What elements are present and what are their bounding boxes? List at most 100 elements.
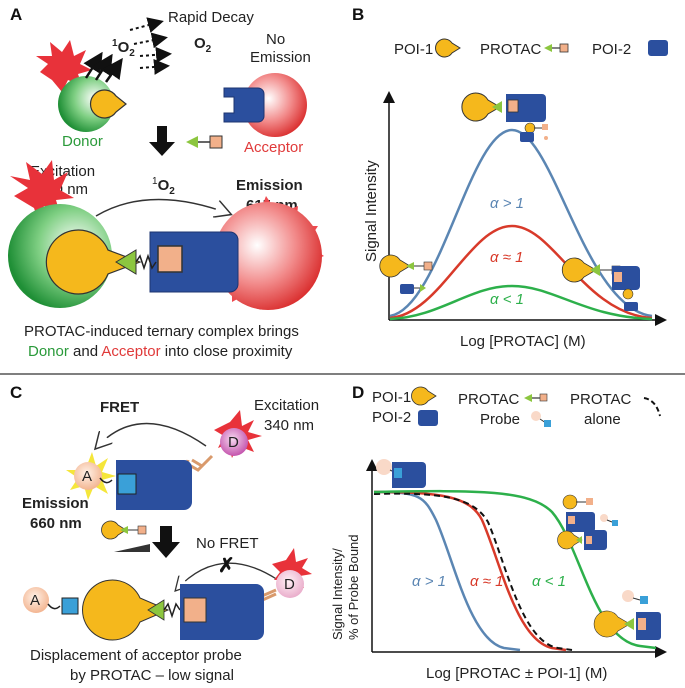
probe-linker-c [99, 477, 113, 484]
d-legend-alone-label-2: alone [584, 411, 621, 428]
singlet-arrow-3 [103, 57, 123, 83]
d-legend-poi1-label: POI-1 [372, 389, 411, 406]
legend-poi1-label: POI-1 [394, 41, 433, 58]
protac-icon-a [186, 135, 223, 149]
excitation-label-c2: 340 nm [264, 417, 314, 434]
acceptor-bead-free [23, 587, 49, 613]
emission-label-a1: Emission [236, 177, 303, 194]
emission-label-c2: 660 nm [30, 515, 82, 532]
b-x-axis-label: Log [PROTAC] (M) [460, 333, 586, 350]
acceptor-bead-lower [214, 202, 322, 310]
protac-icon-c [101, 520, 147, 540]
caption-c-1: Displacement of acceptor probe [30, 647, 242, 664]
d-label-alpha-lt: α < 1 [532, 573, 566, 590]
donor-letter-c2: D [284, 576, 295, 593]
panel-d-letter: D [352, 383, 364, 402]
d-label-alpha-gt: α > 1 [412, 573, 446, 590]
legend-poi2-label: POI-2 [592, 41, 631, 58]
acceptor-label: Acceptor [244, 139, 303, 156]
excitation-label-c1: Excitation [254, 397, 319, 414]
protac-ligand-c [183, 597, 207, 623]
d-legend-poi2-icon [418, 410, 438, 426]
down-arrow-a [149, 126, 175, 156]
d-legend-probe-icon [531, 411, 551, 427]
poi1-pacman-icon [89, 89, 127, 119]
panel-a: A Donor 1O2 Rapid Decay O2 No Emission A… [8, 5, 324, 360]
caption-a-1: PROTAC-induced ternary complex brings [24, 323, 299, 340]
b-binary-complex-peak [520, 122, 548, 142]
acceptor-bead-c [74, 462, 102, 490]
d-right-complex-icons [593, 590, 661, 640]
protac-ligand-lower [157, 245, 183, 273]
decay-arrow-2 [133, 32, 168, 49]
legend-poi2-icon [648, 40, 668, 56]
b-label-alpha-lt: α < 1 [490, 291, 524, 308]
d-legend-alone-line [643, 397, 661, 417]
d-legend-poi2-label: POI-2 [372, 409, 411, 426]
probe-linker-free [47, 603, 61, 610]
energy-transfer-arrow [95, 198, 230, 216]
caption-c-2: by PROTAC – low signal [70, 667, 234, 684]
acceptor-letter-c: A [82, 468, 92, 485]
legend-poi1-icon [435, 38, 461, 58]
decay-arrow-1 [129, 17, 164, 33]
legend-protac-icon [544, 43, 569, 53]
donor-bead [58, 76, 114, 132]
d-mid-complex-icons [557, 494, 618, 550]
poi1-pacman-lower [45, 229, 142, 295]
d-legend-alone-label-1: PROTAC [570, 391, 632, 408]
poi2-block-c [116, 460, 192, 510]
acceptor-letter-free: A [30, 592, 40, 609]
panel-c-letter: C [10, 383, 22, 402]
b-right-complex-icon [561, 257, 640, 311]
b-label-alpha-eq: α ≈ 1 [490, 249, 523, 266]
singlet-oxygen-label-a: 1O2 [112, 38, 135, 59]
caption-a-2: Donor and Acceptor into close proximity [28, 343, 293, 360]
poi1-pacman-c [82, 579, 170, 641]
no-fret-cross-icon: ✗ [218, 555, 235, 577]
protac-linker-lower [135, 253, 157, 271]
excitation-burst-lower [10, 160, 74, 220]
d-label-alpha-eq: α ≈ 1 [470, 573, 503, 590]
d-y-axis-label-2: % of Probe Bound [346, 534, 361, 640]
b-curve-alpha-eq [389, 224, 653, 320]
d-x-axis-label: Log [PROTAC ± POI-1] (M) [426, 665, 607, 682]
emission-label-c1: Emission [22, 495, 89, 512]
b-curve-alpha-lt [389, 284, 653, 321]
d-legend-probe-label: Probe [480, 411, 520, 428]
donor-bead-c [220, 428, 248, 456]
rapid-decay-label: Rapid Decay [168, 9, 254, 26]
donor-bead-c2 [276, 570, 304, 598]
poi2-block-icon [223, 87, 265, 123]
no-fret-label: No FRET [196, 535, 259, 552]
down-arrow-c [152, 526, 180, 558]
panel-b-letter: B [352, 5, 364, 24]
legend-protac-label: PROTAC [480, 41, 542, 58]
b-label-alpha-gt: α > 1 [490, 195, 524, 212]
d-legend-protac-label: PROTAC [458, 391, 520, 408]
donor-label: Donor [62, 133, 103, 150]
panel-c: C FRET Excitation 340 nm D A Emission 66… [10, 383, 319, 684]
no-fret-arrow [176, 562, 279, 590]
d-y-axis-label-1: Signal Intensity/ [330, 548, 345, 640]
donor-letter-c: D [228, 434, 239, 451]
protac-linker-c [163, 602, 181, 619]
probe-ligand-free [61, 597, 79, 615]
b-ternary-complex-icon [461, 92, 546, 122]
d-curve-protac-alone [373, 492, 573, 651]
fret-arrow [96, 422, 207, 448]
fret-label: FRET [100, 399, 139, 416]
panel-a-letter: A [10, 5, 22, 24]
d-curve-alpha-gt [373, 490, 521, 652]
no-emission-label-1: No [266, 31, 285, 48]
b-left-complex-icon [379, 254, 433, 294]
d-probe-bound-icon [376, 459, 426, 488]
d-legend-protac-icon [524, 393, 548, 402]
b-y-axis-label: Signal Intensity [363, 160, 380, 262]
probe-ligand-c [117, 473, 137, 495]
d-curve-alpha-eq [373, 490, 567, 652]
concentration-wedge [114, 544, 150, 552]
singlet-oxygen-label-a2: 1O2 [152, 176, 175, 197]
o2-label: O2 [194, 35, 212, 55]
